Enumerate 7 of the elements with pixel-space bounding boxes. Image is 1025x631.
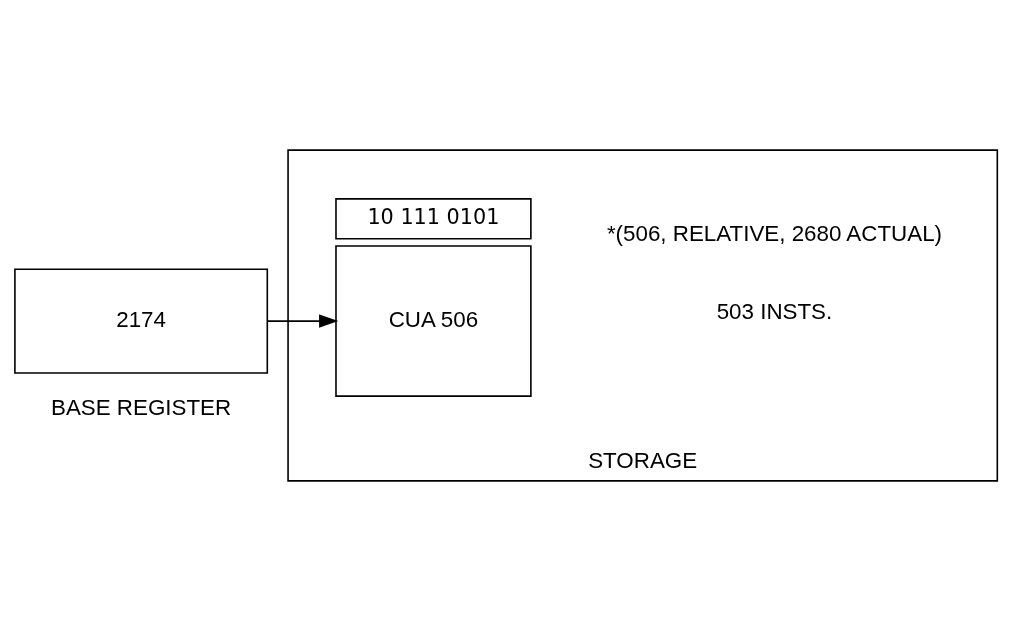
arrow bbox=[266, 314, 339, 328]
label: *(506, RELATIVE, 2680 ACTUAL) bbox=[606, 220, 943, 246]
label: 503 INSTS. bbox=[716, 299, 833, 325]
node-label: BASE REGISTER bbox=[51, 394, 232, 420]
node-box: CUA 506 bbox=[335, 245, 532, 397]
node-box: 2174 bbox=[14, 268, 269, 374]
node-box: 10 111 0101 bbox=[335, 198, 532, 240]
